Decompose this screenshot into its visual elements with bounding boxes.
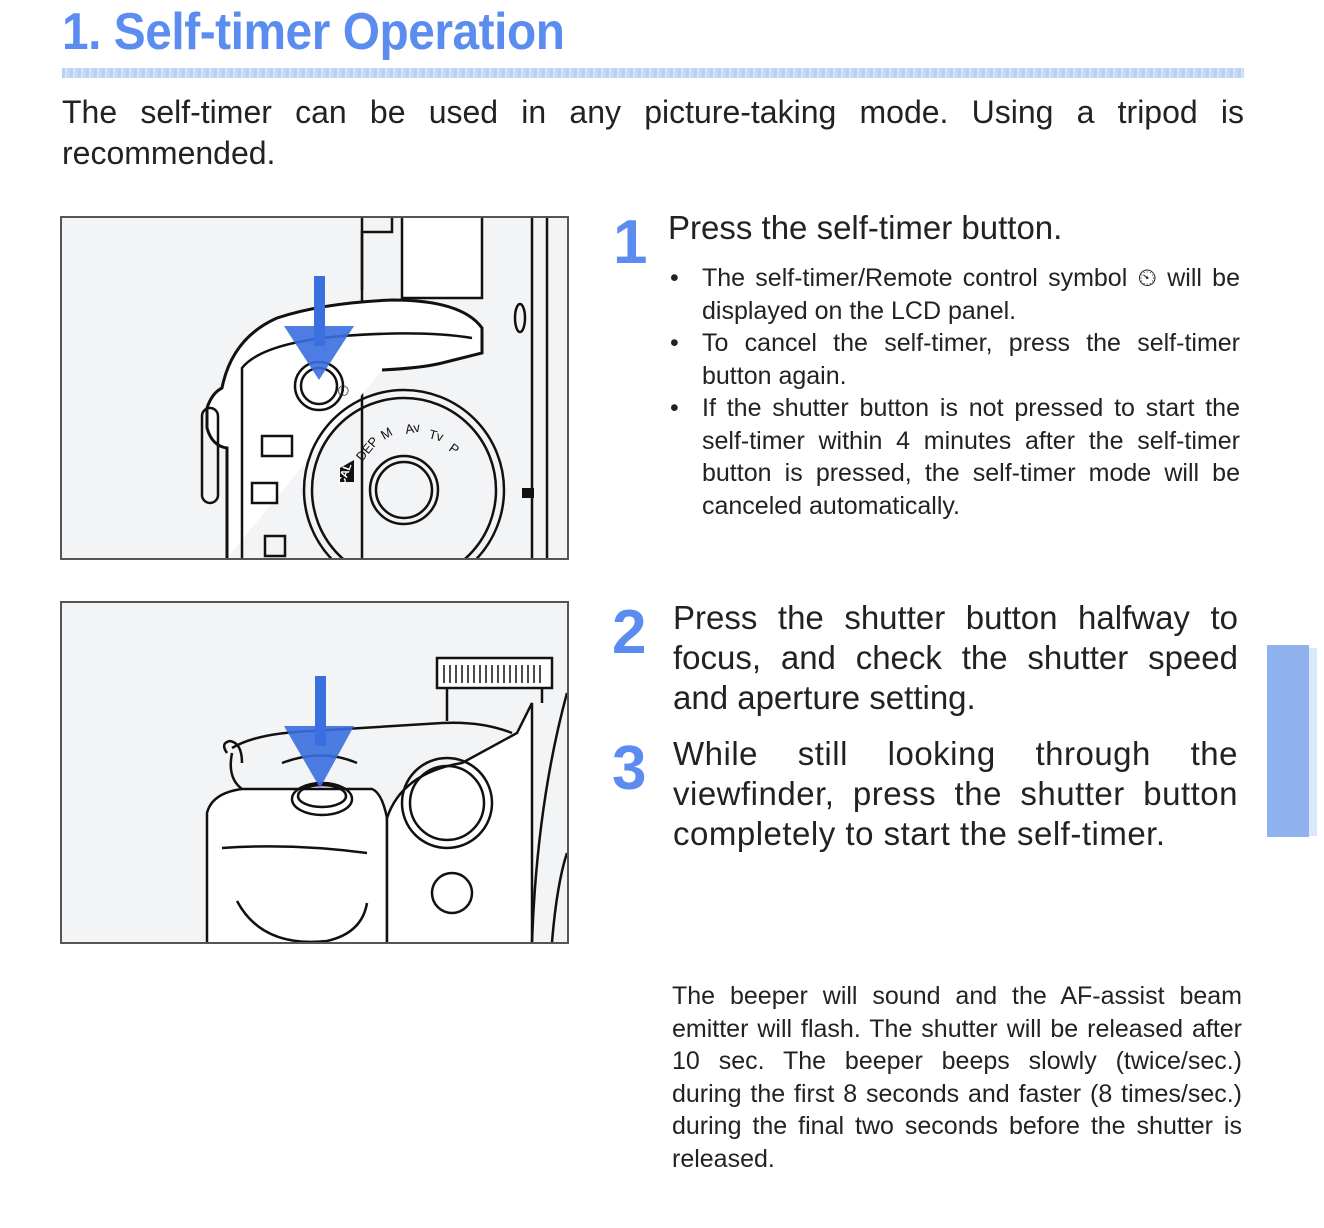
step-3-heading: While still looking through the viewfind… — [673, 735, 1238, 852]
svg-text:P: P — [446, 440, 462, 457]
figure-self-timer-button: ⏲ CAL DEP M Av Tv P — [60, 216, 569, 560]
intro-paragraph: The self-timer can be used in any pictur… — [62, 94, 1244, 171]
figure-shutter-button — [60, 601, 569, 944]
svg-text:Tv: Tv — [427, 426, 445, 444]
self-timer-note: The beeper will sound and the AF-assist … — [672, 982, 1242, 1173]
step-1-number: 1 — [613, 208, 648, 277]
svg-text:DEP: DEP — [353, 434, 382, 464]
chapter-tab — [1267, 645, 1309, 837]
press-arrow-icon — [284, 276, 354, 380]
title-divider — [62, 68, 1244, 78]
camera-top-illustration: ⏲ CAL DEP M Av Tv P — [200, 218, 549, 558]
step-1-bullets: The self-timer/Remote control symbol ⏲ w… — [668, 262, 1240, 522]
step-1-heading: Press the self-timer button. — [668, 209, 1063, 246]
bullet-item: The self-timer/Remote control symbol ⏲ w… — [668, 262, 1240, 327]
bullet-item: If the shutter button is not pressed to … — [668, 392, 1240, 522]
svg-text:Av: Av — [404, 420, 422, 437]
bullet-item: To cancel the self-timer, press the self… — [668, 327, 1240, 392]
camera-front-illustration — [205, 656, 567, 942]
svg-text:M: M — [378, 424, 395, 442]
indicator-mark — [522, 488, 534, 498]
press-arrow-icon — [284, 676, 354, 788]
step-2-number: 2 — [612, 598, 647, 667]
step-2-heading: Press the shutter button halfway to focu… — [673, 599, 1238, 716]
page-title: 1. Self-timer Operation — [62, 3, 565, 61]
chapter-tab-edge — [1309, 648, 1317, 836]
step-3-number: 3 — [612, 734, 647, 803]
self-timer-symbol-icon: ⏲ — [337, 381, 349, 400]
